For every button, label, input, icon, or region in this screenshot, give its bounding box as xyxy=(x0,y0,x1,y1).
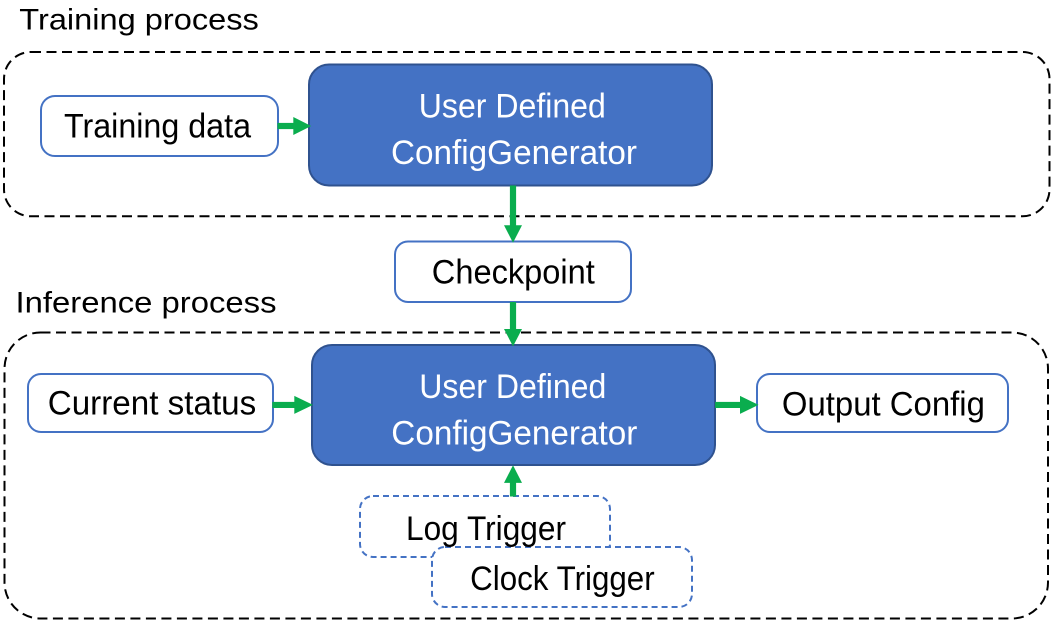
svg-text:Inference process: Inference process xyxy=(16,287,277,320)
svg-text:ConfigGenerator: ConfigGenerator xyxy=(391,415,637,453)
svg-text:Training data: Training data xyxy=(64,108,252,146)
svg-text:User Defined: User Defined xyxy=(419,87,606,125)
svg-text:User Defined: User Defined xyxy=(419,368,606,406)
svg-text:Current status: Current status xyxy=(48,384,257,422)
svg-text:ConfigGenerator: ConfigGenerator xyxy=(391,134,637,172)
svg-text:Clock Trigger: Clock Trigger xyxy=(470,560,655,598)
svg-text:Log Trigger: Log Trigger xyxy=(406,510,566,548)
svg-text:Checkpoint: Checkpoint xyxy=(432,253,595,291)
svg-text:Training process: Training process xyxy=(19,3,258,36)
svg-text:Output Config: Output Config xyxy=(782,385,985,423)
